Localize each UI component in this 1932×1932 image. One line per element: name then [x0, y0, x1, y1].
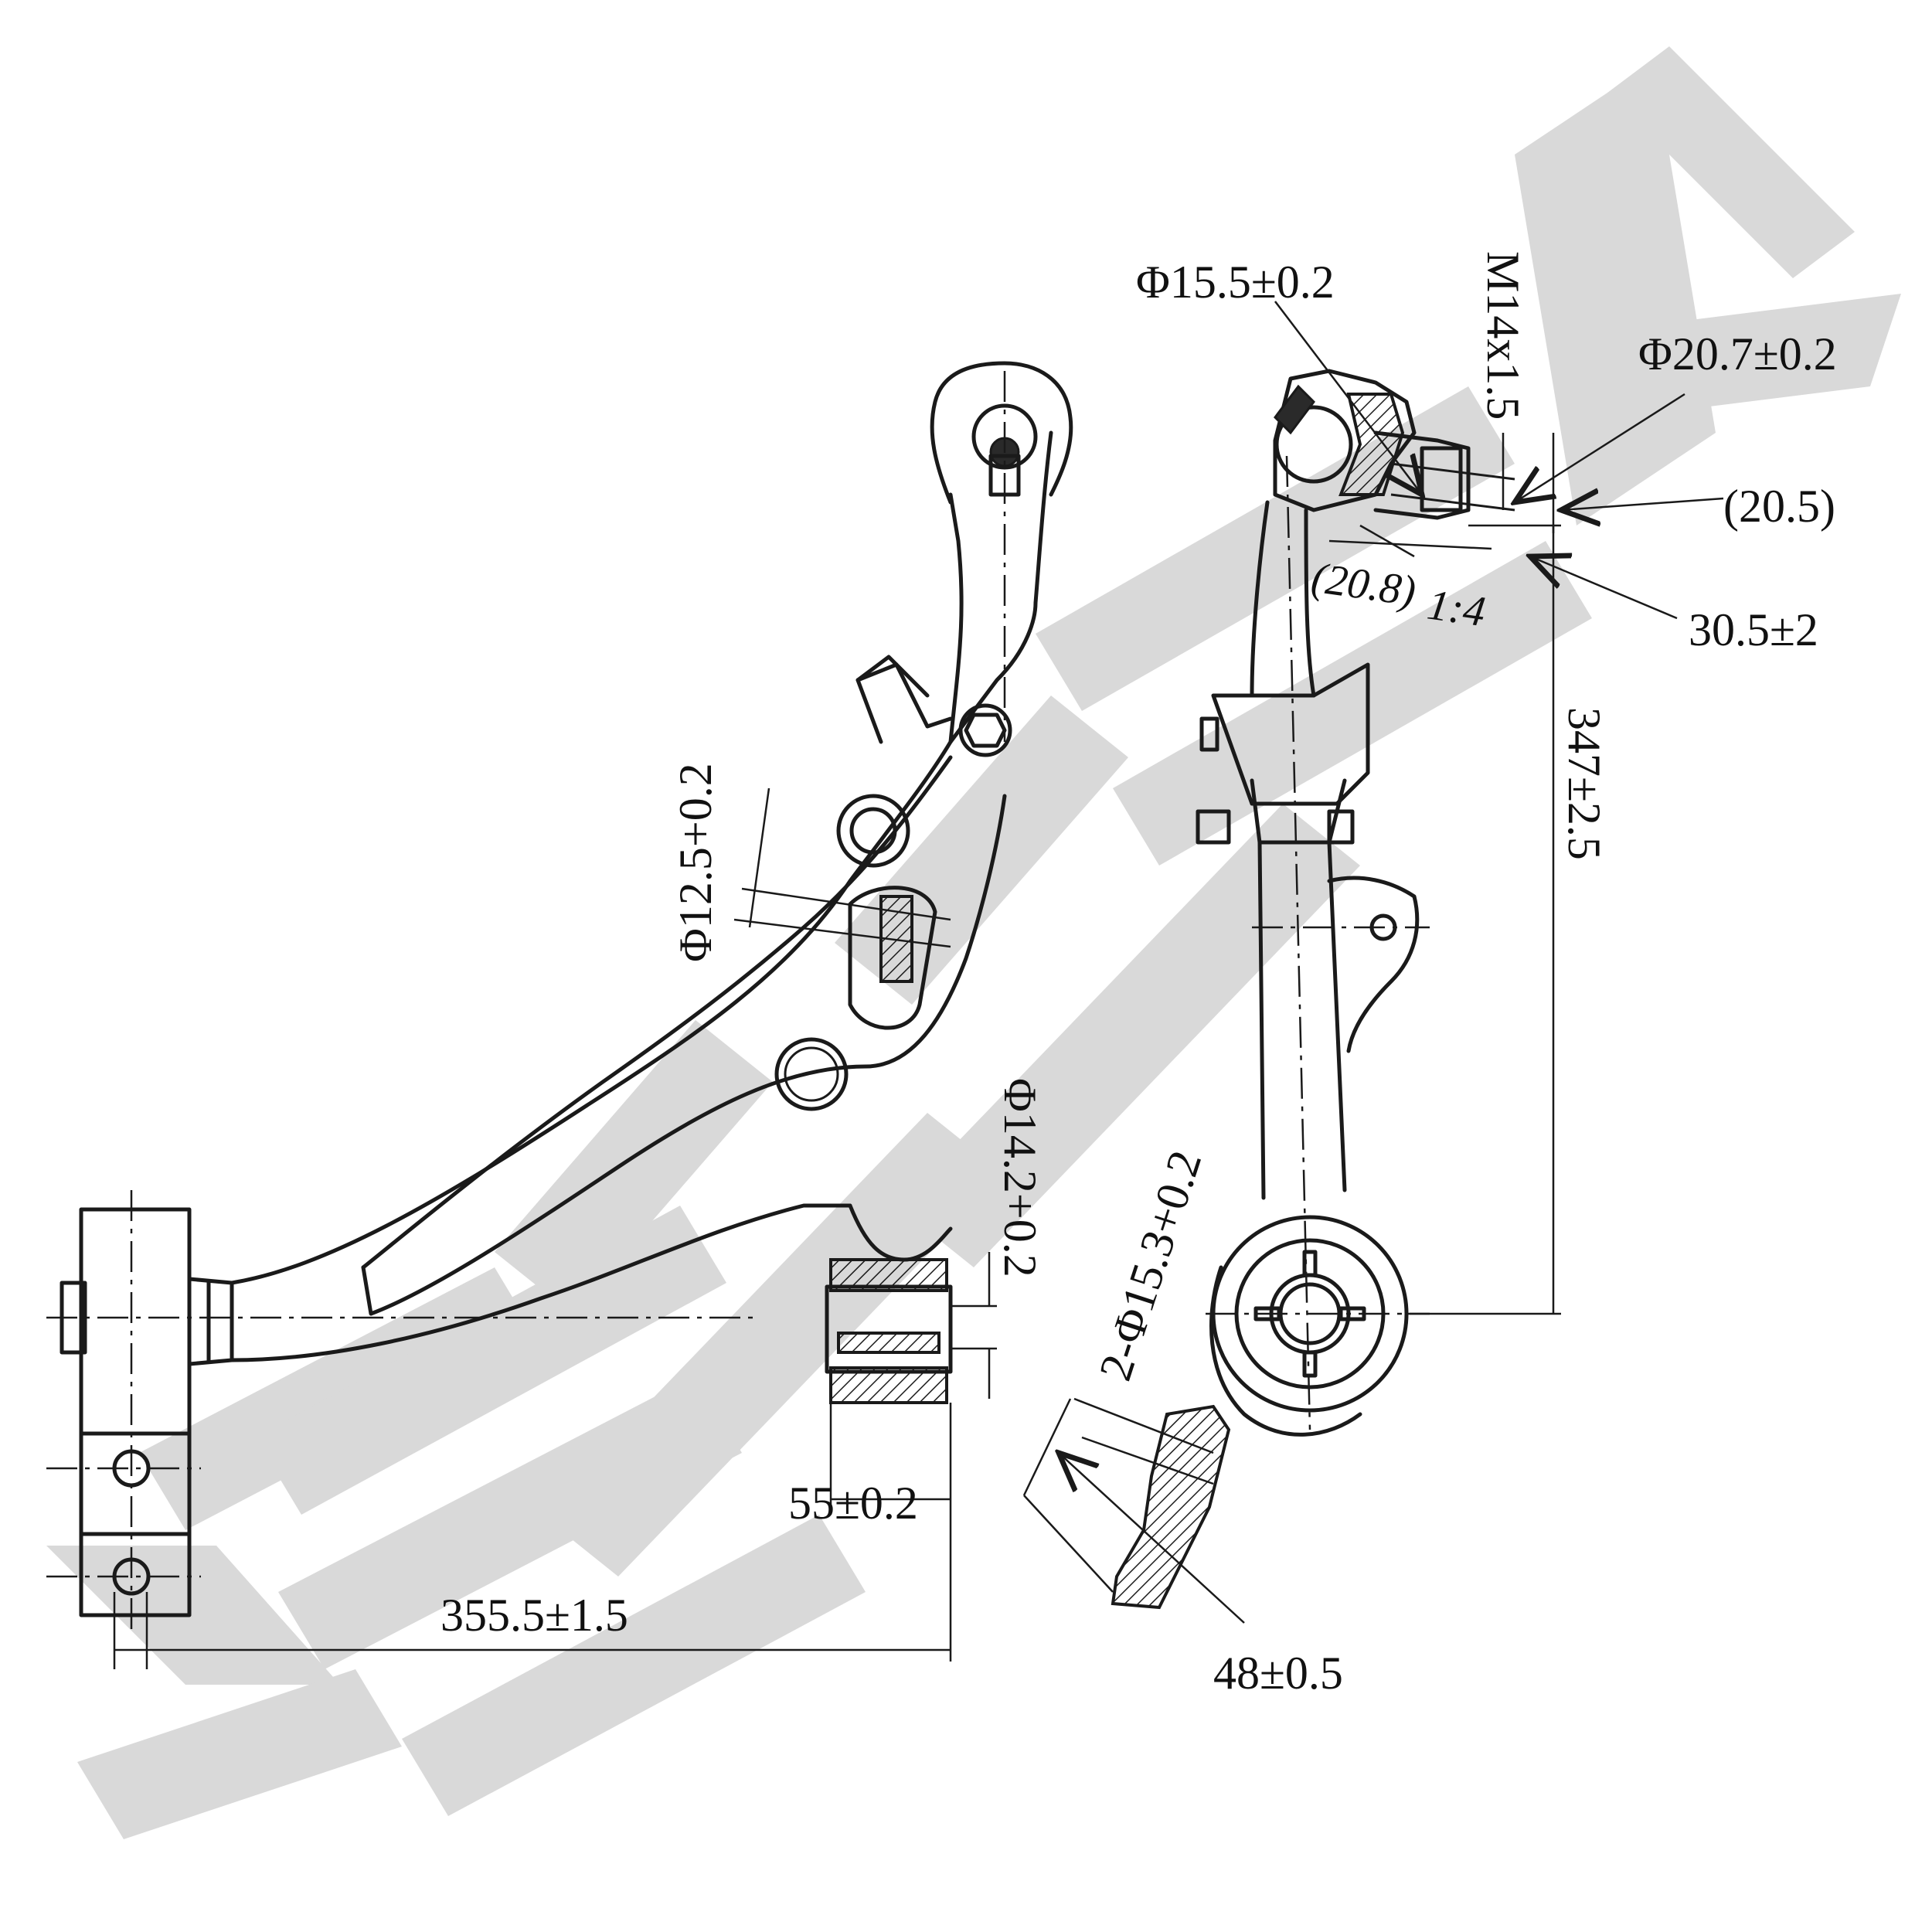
label-len-355-5: 355.5±1.5: [440, 1590, 628, 1641]
label-phi-15-5: Φ15.5±0.2: [1136, 257, 1335, 308]
label-m14: M14x1.5: [1478, 251, 1529, 420]
left-dimensions: [113, 787, 997, 1669]
label-taper: 1:4: [1424, 580, 1488, 636]
label-width-55: 55±0.2: [788, 1478, 918, 1529]
label-holes-15-3: 2-Φ15.3+0.2: [1090, 1145, 1212, 1386]
label-phi-14-2: Φ14.2+0.2: [995, 1078, 1046, 1277]
label-ref-20-8: (20.8): [1308, 553, 1419, 615]
label-len-30-5: 30.5±2: [1689, 604, 1818, 655]
label-phi-20-7: Φ20.7±0.2: [1638, 328, 1837, 379]
label-len-48: 48±0.5: [1213, 1648, 1343, 1699]
label-len-347: 347±2.5: [1559, 707, 1610, 860]
watermark-logo: [46, 46, 1901, 1839]
label-phi-12-5: Φ12.5+0.2: [670, 763, 721, 962]
right-dimensions: [1022, 301, 1724, 1624]
arm-side-view: [1111, 369, 1515, 1610]
dimension-labels: Φ15.5±0.2 M14x1.5 Φ20.7±0.2 (20.5) (20.8…: [440, 251, 1837, 1699]
label-ref-20-5: (20.5): [1723, 481, 1835, 532]
